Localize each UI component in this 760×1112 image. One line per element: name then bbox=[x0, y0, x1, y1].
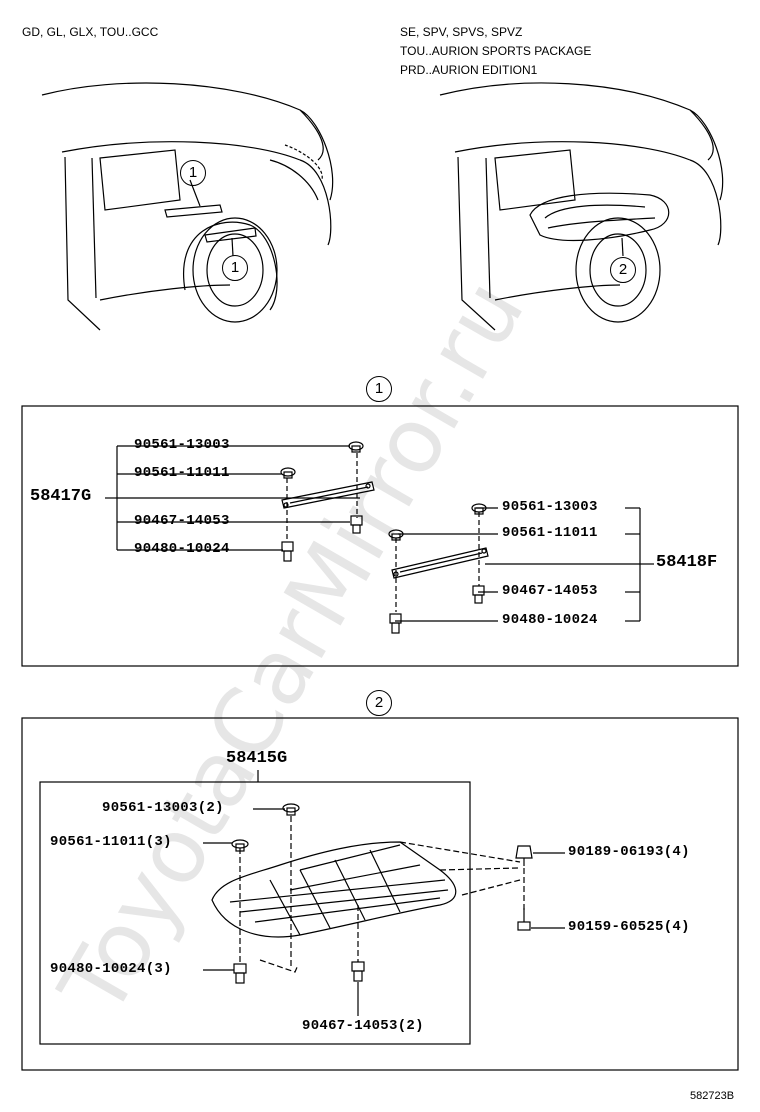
part-number-label: 90480-10024 bbox=[134, 541, 230, 557]
right-car-variant-header-line-2: TOU..AURION SPORTS PACKAGE bbox=[400, 44, 592, 58]
section-2-frame bbox=[21, 717, 739, 1071]
part-number-label: 90189-06193(4) bbox=[568, 844, 690, 860]
part-number-label: 90467-14053 bbox=[134, 513, 230, 529]
right-car-variant-header-line-1: SE, SPV, SPVS, SPVZ bbox=[400, 25, 523, 39]
part-number-label: 90467-14053 bbox=[502, 583, 598, 599]
fasteners-right bbox=[388, 503, 487, 634]
undercover-panel bbox=[211, 841, 457, 938]
left-car-variant-header: GD, GL, GLX, TOU..GCC bbox=[22, 25, 159, 39]
section-2-inner-frame bbox=[39, 781, 471, 1045]
right-car-variant-header-line-3: PRD..AURION EDITION1 bbox=[400, 63, 538, 77]
right-bar-part bbox=[391, 547, 489, 579]
part-number-label: 90561-13003(2) bbox=[102, 800, 224, 816]
left-bar-part bbox=[281, 481, 375, 509]
figure-code: 582723B bbox=[690, 1090, 735, 1102]
fasteners-left bbox=[280, 441, 364, 562]
callout-2: 2 bbox=[610, 257, 636, 283]
fasteners-section-2 bbox=[231, 803, 533, 984]
assembly-number-label: 58417G bbox=[30, 487, 92, 506]
section-1-frame bbox=[21, 405, 739, 667]
bracket-right-58418F bbox=[395, 507, 654, 622]
left-car-illustration bbox=[41, 82, 334, 331]
assembly-number-label: 58415G bbox=[226, 749, 288, 768]
bracket-left-58417G bbox=[105, 445, 360, 551]
part-number-label: 90467-14053(2) bbox=[302, 1018, 424, 1034]
part-number-label: 90561-13003 bbox=[502, 499, 598, 515]
section-1-marker: 1 bbox=[366, 376, 392, 402]
callout-1-lower: 1 bbox=[222, 255, 248, 281]
part-number-label: 90561-11011(3) bbox=[50, 834, 172, 850]
right-car-illustration bbox=[439, 82, 724, 331]
section-2-marker: 2 bbox=[366, 690, 392, 716]
part-number-label: 90480-10024 bbox=[502, 612, 598, 628]
part-number-label: 90159-60525(4) bbox=[568, 919, 690, 935]
part-number-label: 90480-10024(3) bbox=[50, 961, 172, 977]
assembly-number-label: 58418F bbox=[656, 553, 718, 572]
part-number-label: 90561-11011 bbox=[134, 465, 230, 481]
part-number-label: 90561-11011 bbox=[502, 525, 598, 541]
part-number-label: 90561-13003 bbox=[134, 437, 230, 453]
callout-1-upper: 1 bbox=[180, 160, 206, 186]
